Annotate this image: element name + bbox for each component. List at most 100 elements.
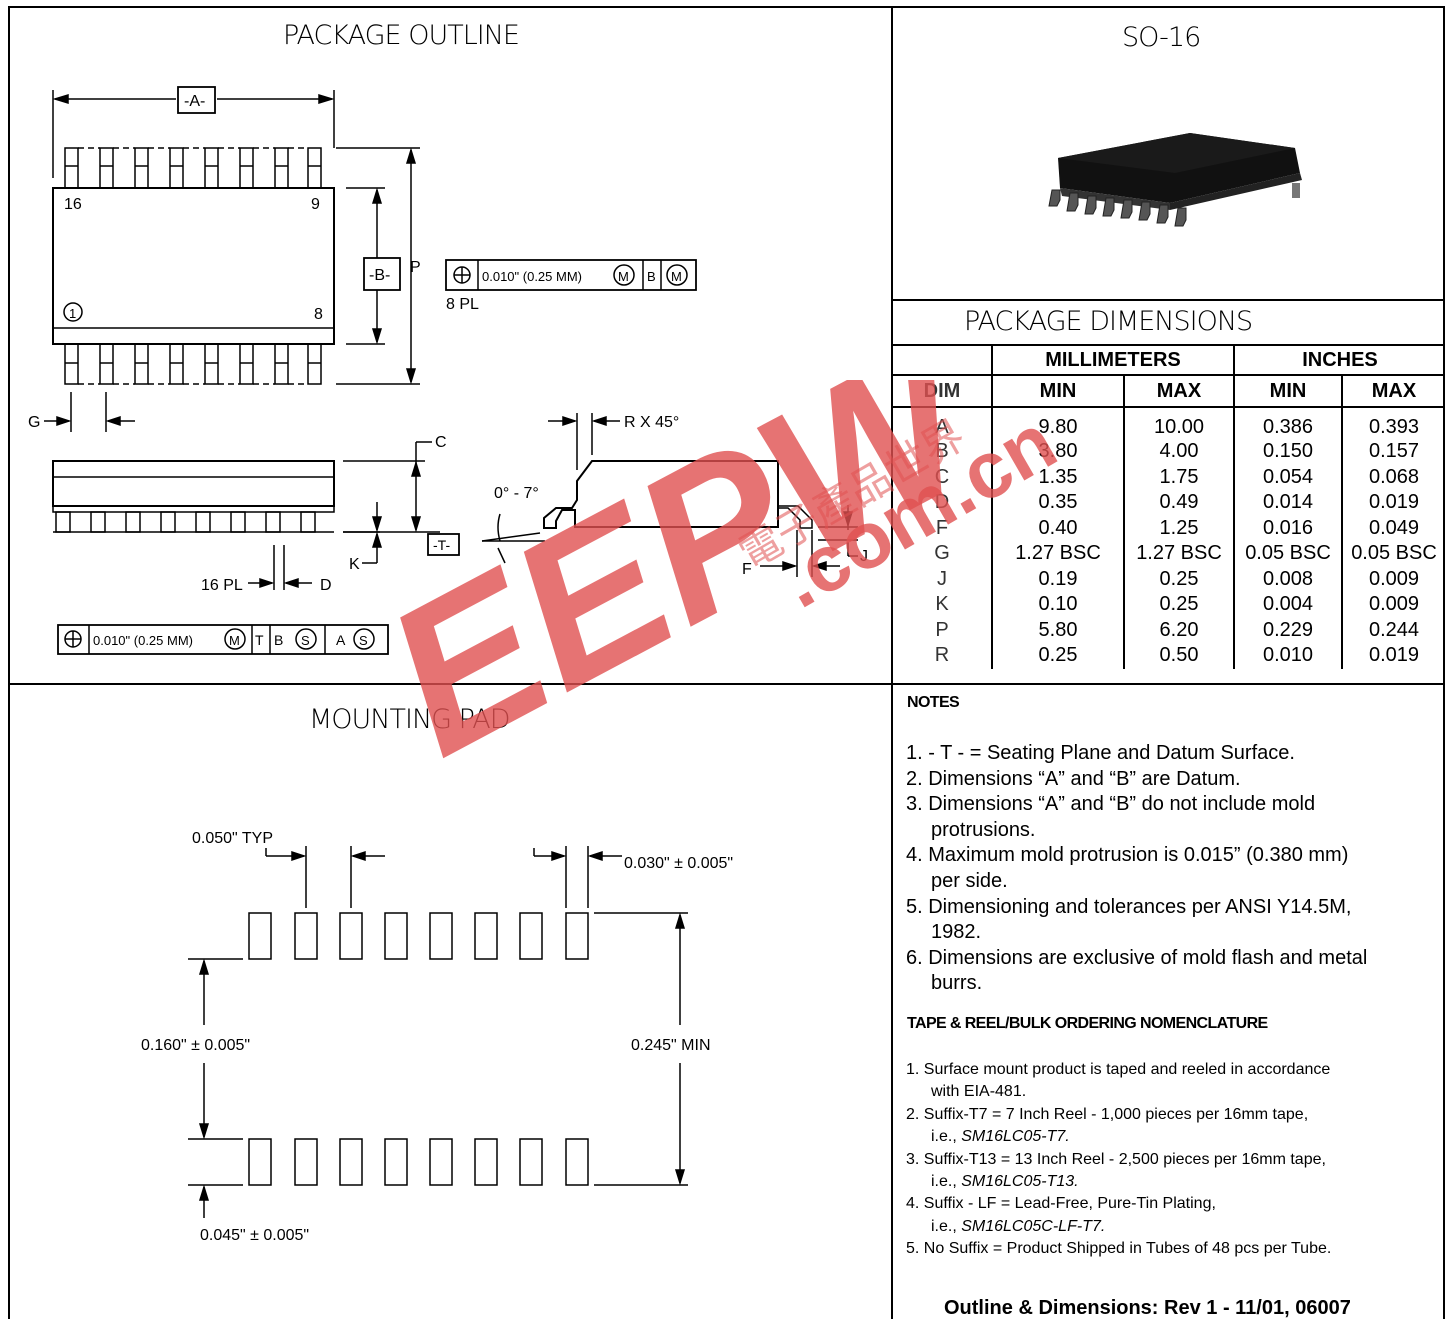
pad-height-label: 0.045" ± 0.005": [200, 1227, 309, 1244]
tol2-s1: S: [301, 633, 310, 648]
dim-value: 10.00: [1124, 407, 1235, 439]
pad-typ-label: 0.050" TYP: [192, 830, 273, 847]
in-max: MAX: [1342, 375, 1445, 408]
dim-letter: G: [893, 541, 993, 567]
note-line: 3. Dimensions “A” and “B” do not include…: [906, 793, 1316, 816]
dim-value: 1.25: [1124, 515, 1235, 541]
dim-value: 0.054: [1234, 464, 1343, 490]
package-outline-title: PACKAGE OUTLINE: [283, 20, 520, 51]
tol2-m: M: [229, 633, 240, 648]
tape-line: 4. Suffix - LF = Lead-Free, Pure-Tin Pla…: [906, 1195, 1216, 1213]
mm-min: MIN: [992, 375, 1125, 408]
dim-value: 1.75: [1124, 464, 1235, 490]
dim-letter: R: [893, 643, 993, 669]
package-name-title: SO-16: [1122, 22, 1201, 53]
pad-row-label: 0.160" ± 0.005": [141, 1037, 250, 1054]
dim-value: 0.010: [1234, 643, 1343, 669]
tape-line: i.e., SM16LC05-T13.: [931, 1173, 1079, 1191]
dim-value: 1.35: [992, 464, 1125, 490]
j-label: J: [860, 548, 868, 565]
dim-value: 0.05 BSC: [1351, 542, 1437, 565]
so16-chip-icon: [1048, 133, 1302, 227]
dim-value: 0.068: [1368, 465, 1420, 488]
dim-value: 0.10: [992, 592, 1125, 618]
dim-letter: C: [893, 464, 993, 490]
tol1-m2: M: [671, 269, 682, 284]
dim-letter: A: [893, 407, 993, 439]
dim-value: 0.009: [1368, 593, 1420, 616]
pin9-label: 9: [311, 196, 320, 213]
tol1-b: B: [647, 269, 656, 284]
dim-value: 0.35: [992, 490, 1125, 516]
dim-value: 1.27 BSC: [992, 541, 1125, 567]
note-line: 4. Maximum mold protrusion is 0.015” (0.…: [906, 844, 1349, 867]
tape-line: 3. Suffix-T13 = 13 Inch Reel - 2,500 pie…: [906, 1150, 1326, 1168]
pad-min-label: 0.245" MIN: [631, 1037, 711, 1054]
dim-value: 0.386: [1234, 407, 1343, 439]
angle-label: 0° - 7°: [494, 485, 539, 502]
tape-line: with EIA-481.: [931, 1083, 1027, 1101]
pin16-label: 16: [64, 196, 82, 213]
dim-letter: D: [893, 490, 993, 516]
mounting-pad-drawing: 0.050" TYP 0.030" ± 0.005" 0.160" ± 0.00…: [141, 830, 733, 1244]
dim-value: 0.014: [1234, 490, 1343, 516]
tol2-t: T: [255, 632, 264, 648]
dim-value: 0.229: [1234, 617, 1343, 643]
middle-divider: [8, 683, 1445, 685]
c-label: C: [435, 434, 447, 451]
pin8-label: 8: [314, 306, 323, 323]
tape-line: 1. Surface mount product is taped and re…: [906, 1061, 1331, 1078]
dim-value: 3.80: [992, 439, 1125, 465]
in-min: MIN: [1234, 375, 1343, 408]
tape-line: i.e., SM16LC05-T7.: [931, 1128, 1070, 1146]
dim-value: 0.008: [1234, 566, 1343, 592]
dim-value: 0.25: [1124, 566, 1235, 592]
dim-value: 0.049: [1368, 516, 1420, 539]
dim-value: 0.50: [1124, 643, 1235, 669]
tape-heading: TAPE & REEL/BULK ORDERING NOMENCLATURE: [907, 1015, 1268, 1032]
dim-letter: P: [893, 617, 993, 643]
dim-letter: B: [893, 439, 993, 465]
dim-value: 9.80: [992, 407, 1125, 439]
dim-value: 0.009: [1368, 567, 1420, 590]
package-dimensions-title: PACKAGE DIMENSIONS: [964, 306, 1253, 337]
center-divider: [891, 6, 893, 1319]
pl8-label: 8 PL: [446, 296, 479, 313]
note-line: 6. Dimensions are exclusive of mold flas…: [906, 946, 1368, 969]
dim-letter: F: [893, 515, 993, 541]
dim-letter: J: [893, 566, 993, 592]
tape-line: 5. No Suffix = Product Shipped in Tubes …: [906, 1240, 1332, 1258]
mm-max: MAX: [1124, 375, 1235, 408]
tol2-b: B: [274, 632, 283, 648]
datum-b: -B-: [369, 267, 390, 284]
dim-value: 6.20: [1124, 617, 1235, 643]
datum-t: -T-: [433, 537, 450, 553]
dim-value: 0.05 BSC: [1234, 541, 1343, 567]
tol2-a: A: [336, 632, 346, 648]
dim-value: 0.49: [1124, 490, 1235, 516]
tape-list: 1. Surface mount product is taped and re…: [906, 1059, 1331, 1261]
revision-footer: Outline & Dimensions: Rev 1 - 11/01, 060…: [944, 1297, 1351, 1319]
page-frame: [8, 6, 1445, 1319]
rx45-label: R X 45°: [624, 414, 679, 431]
header-mm: MILLIMETERS: [992, 346, 1235, 376]
notes-heading: NOTES: [907, 694, 960, 711]
dim-value: 0.25: [1124, 592, 1235, 618]
dim-value: 0.25: [992, 643, 1125, 669]
dim-value: 0.393: [1368, 416, 1420, 438]
note-line: per side.: [931, 869, 1008, 892]
datum-a: -A-: [184, 93, 205, 110]
dim-value: 0.40: [992, 515, 1125, 541]
dim-value: 0.016: [1234, 515, 1343, 541]
note-line: 1. - T - = Seating Plane and Datum Surfa…: [906, 742, 1295, 764]
pad-width-label: 0.030" ± 0.005": [624, 855, 733, 872]
dim-value: 0.019: [1368, 491, 1420, 514]
tol2-value: 0.010" (0.25 MM): [93, 633, 193, 648]
